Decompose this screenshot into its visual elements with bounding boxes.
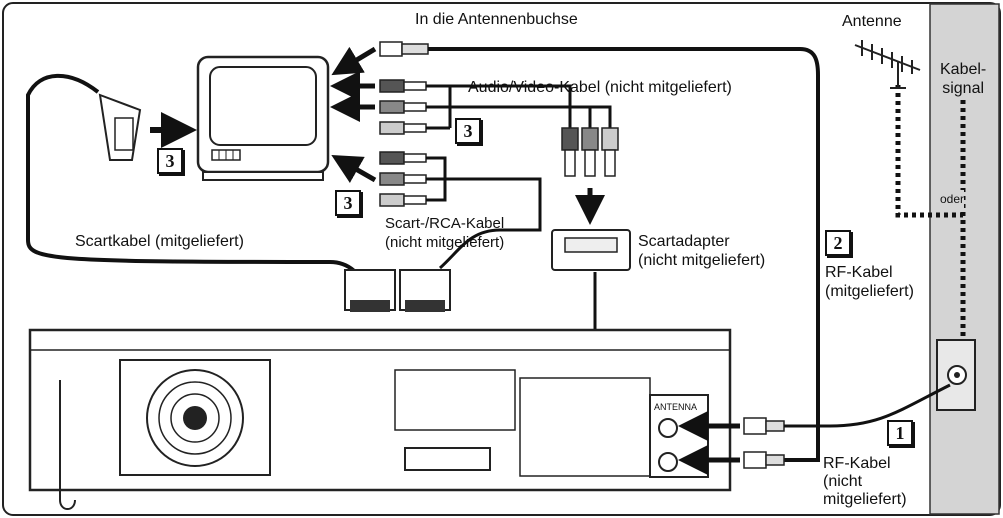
rca-plugs-scart bbox=[379, 151, 427, 207]
wall-antenna-socket bbox=[936, 339, 976, 411]
step-3-av: 3 bbox=[455, 118, 481, 144]
rf-plug-top bbox=[379, 41, 429, 57]
antenna-dotted-line bbox=[895, 85, 963, 218]
rf-cable-included bbox=[428, 47, 820, 462]
label-antenna-socket: In die Antennenbuchse bbox=[415, 11, 578, 28]
arrow-scart-rca bbox=[331, 155, 377, 183]
scart-rca-cable bbox=[426, 156, 542, 270]
scart-plug-left-icon bbox=[98, 93, 142, 161]
recorder-back-panel bbox=[28, 328, 732, 510]
scart-cable bbox=[26, 73, 370, 291]
rca-plugs-av bbox=[379, 79, 427, 135]
rf-cable-not-included bbox=[784, 383, 951, 428]
antenna-icon bbox=[854, 40, 921, 89]
label-antenna: Antenne bbox=[842, 13, 902, 30]
step-3-scart: 3 bbox=[157, 148, 183, 174]
label-scart-adapter: Scartadapter (nicht mitgeliefert) bbox=[638, 233, 766, 269]
rf-plugs-port bbox=[743, 417, 785, 469]
av-cable-branches bbox=[450, 84, 592, 128]
scart-adapter-icon bbox=[551, 229, 631, 271]
label-rf-cable-included: RF-Kabel (mitgeliefert) bbox=[825, 264, 914, 300]
tv-icon bbox=[196, 55, 330, 181]
arrow-rf-to-tv bbox=[331, 46, 377, 76]
scart-plug-2-icon bbox=[399, 269, 451, 312]
label-av-cable: Audio/Video-Kabel (nicht mitgeliefert) bbox=[468, 79, 732, 96]
label-scart-cable: Scartkabel (mitgeliefert) bbox=[75, 233, 244, 250]
label-antenna-port: ANTENNA bbox=[654, 402, 698, 412]
wall bbox=[929, 3, 1000, 515]
scart-plug-1-icon bbox=[344, 269, 396, 312]
step-3-scart-rca: 3 bbox=[335, 190, 361, 216]
rca-plugs-adapter bbox=[561, 127, 619, 177]
label-cable-signal: Kabel- signal bbox=[940, 61, 987, 97]
label-or: oder bbox=[940, 190, 965, 209]
label-scart-rca-cable: Scart-/RCA-Kabel (nicht mitgeliefert) bbox=[385, 215, 505, 251]
step-2-rf: 2 bbox=[825, 230, 851, 256]
label-rf-cable-not-included: RF-Kabel (nicht mitgeliefert) bbox=[823, 455, 907, 508]
step-1-rf: 1 bbox=[887, 420, 913, 446]
